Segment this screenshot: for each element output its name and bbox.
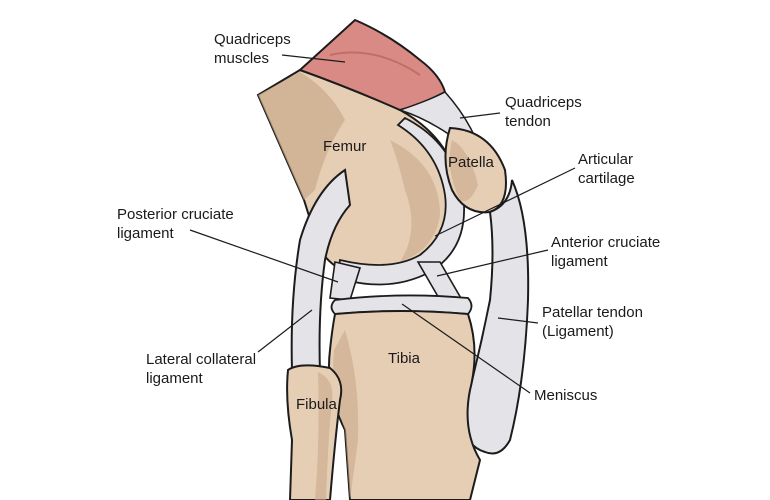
quadriceps-muscle-highlight: [329, 51, 421, 76]
leader-anterior-cruciate: [436, 249, 549, 277]
label-patellar-tendon-line1: Patellar tendon: [542, 304, 643, 321]
label-articular-cartilage-line1: Articular: [578, 151, 634, 168]
patellar-tendon-shape: [460, 179, 530, 455]
label-anterior-cruciate-line2: ligament: [551, 253, 608, 270]
label-quadriceps-tendon: Quadriceps tendon: [505, 93, 582, 131]
leader-articular-cartilage: [434, 167, 576, 237]
leader-lateral-collateral: [257, 309, 313, 353]
leader-posterior-cruciate: [189, 229, 339, 283]
label-femur: Femur: [323, 138, 367, 155]
femur-condyle-shadow: [390, 140, 440, 262]
label-patellar-tendon: Patellar tendon (Ligament): [542, 303, 643, 341]
fibula-bone: [286, 364, 343, 500]
label-lateral-collateral-line1: Lateral collateral: [146, 351, 257, 368]
fibula-shadow: [315, 372, 333, 500]
label-quadriceps-tendon-line1: Quadriceps: [505, 94, 582, 111]
label-anterior-cruciate-line1: Anterior cruciate: [551, 234, 661, 251]
tibia-shadow: [333, 330, 359, 500]
label-patella: Patella: [448, 154, 494, 171]
leader-lines: [189, 54, 576, 394]
label-quadriceps-muscles-line1: Quadriceps: [214, 31, 291, 48]
leader-meniscus: [401, 303, 531, 394]
label-lateral-collateral: Lateral collateral ligament: [146, 350, 256, 388]
label-articular-cartilage-line2: cartilage: [578, 170, 635, 187]
label-patellar-tendon-line2: (Ligament): [542, 323, 614, 340]
femur-shadow: [258, 72, 345, 200]
label-posterior-cruciate-line2: ligament: [117, 225, 174, 242]
leader-patellar-tendon: [497, 317, 539, 324]
label-posterior-cruciate-line1: Posterior cruciate: [117, 206, 234, 223]
label-meniscus: Meniscus: [534, 387, 598, 404]
label-quadriceps-muscles: Quadriceps muscles: [214, 30, 291, 68]
tibia-bone: [328, 310, 482, 500]
leader-quadriceps-muscles: [281, 54, 346, 63]
label-lateral-collateral-line2: ligament: [146, 370, 203, 387]
leader-quadriceps-tendon: [459, 112, 501, 119]
label-articular-cartilage: Articular cartilage: [578, 150, 635, 188]
label-quadriceps-muscles-line2: muscles: [214, 50, 270, 67]
patella-shadow: [449, 140, 478, 201]
label-fibula: Fibula: [296, 396, 337, 413]
label-anterior-cruciate: Anterior cruciate ligament: [551, 233, 660, 271]
label-posterior-cruciate: Posterior cruciate ligament: [117, 205, 234, 243]
anterior-cruciate-ligament-shape: [416, 261, 464, 301]
label-tibia: Tibia: [388, 350, 420, 367]
label-quadriceps-tendon-line2: tendon: [505, 113, 551, 130]
